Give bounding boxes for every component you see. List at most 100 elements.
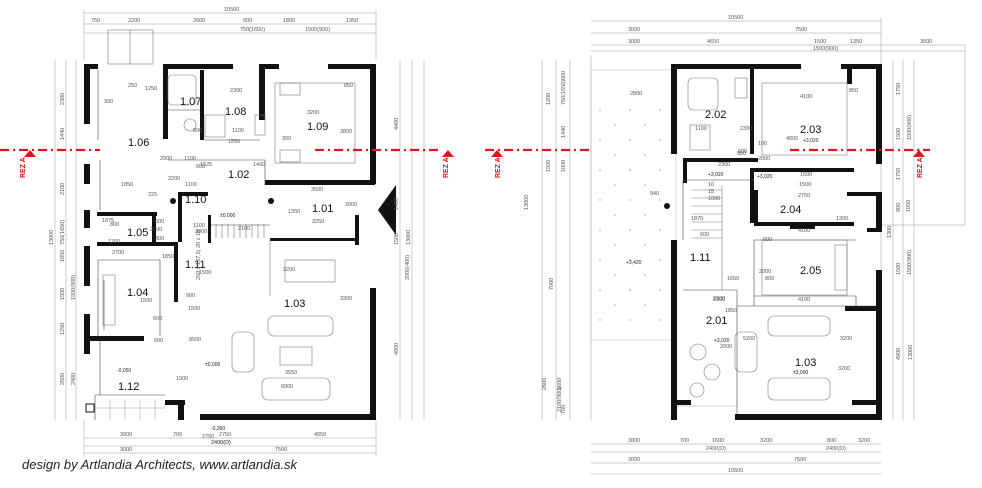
ground-floor-walls: [84, 64, 396, 420]
dimension-label: 3500: [920, 39, 932, 45]
dimension-label: 13000: [524, 195, 530, 210]
dimension-label: 13000: [908, 345, 914, 360]
dimension-label: 600: [154, 338, 163, 344]
level-mark: -0,050: [117, 368, 131, 374]
dimension-label: 1350: [288, 209, 300, 215]
room-label: 1.09: [307, 121, 328, 133]
dimension-label: 940: [650, 191, 659, 197]
dimension-label: 1600: [712, 438, 724, 444]
dimension-label: 300: [282, 136, 291, 142]
dimension-label: 250: [128, 83, 137, 89]
dimension-label: 1350: [850, 39, 862, 45]
dimension-label: 2400(D): [706, 446, 726, 452]
dimension-label: 1100: [184, 156, 196, 162]
dimension-label: 5200: [743, 336, 755, 342]
dimension-label: 1300: [836, 216, 848, 222]
dimension-label: 1750: [896, 168, 902, 180]
dimension-label: 10500: [728, 468, 743, 474]
dimension-label: 2300: [713, 297, 725, 303]
dimension-label: 4900: [394, 343, 400, 355]
dimension-label: 8500: [189, 337, 201, 343]
dimension-label: 2100: [238, 226, 250, 232]
room-label: 2.01: [706, 315, 727, 327]
level-mark: -0,360: [211, 426, 225, 432]
dimension-label: 3000: [628, 438, 640, 444]
room-label: 2.02: [705, 109, 726, 121]
dimension-label: 3200: [283, 267, 295, 273]
dimension-label: 2000(400): [405, 255, 411, 280]
dimension-label: 2600: [60, 373, 66, 385]
dimension-label: 2300: [230, 88, 242, 94]
dimension-label: 1600: [557, 378, 563, 390]
dimension-label: 300: [155, 236, 164, 242]
room-label: 1.05: [127, 227, 148, 239]
dimension-label: 1500(900): [813, 46, 838, 52]
ground-floor-dimension-lines: [54, 10, 425, 456]
dimension-label: 2600: [193, 18, 205, 24]
room-label: 2.05: [800, 265, 821, 277]
dimension-label: 4900: [896, 348, 902, 360]
dimension-label: 7060: [549, 278, 555, 290]
room-label: 1.11: [690, 252, 711, 264]
dimension-label: 2400: [71, 373, 77, 385]
dimension-label: 850: [737, 151, 746, 157]
ground-floor-plan: [0, 10, 454, 456]
dimension-label: 1550: [228, 139, 240, 145]
dimension-label: 1850: [162, 254, 174, 260]
dimension-label: 100: [758, 141, 767, 147]
dimension-label: 1875: [691, 216, 703, 222]
dimension-label: 3900: [195, 229, 207, 235]
level-mark: ±0,000: [205, 362, 220, 368]
dimension-label: 1100: [232, 128, 244, 134]
dimension-label: 15: [708, 189, 714, 195]
upper-floor-plan: [485, 18, 966, 475]
dimension-label: 750(1650): [240, 27, 265, 33]
room-label: 1.12: [118, 381, 139, 393]
dimension-label: 1800: [283, 18, 295, 24]
dimension-label: 1500: [814, 39, 826, 45]
dimension-label: 1100: [193, 223, 205, 229]
dimension-label: 1500: [546, 160, 552, 172]
dimension-label: 1250: [60, 323, 66, 335]
dimension-label: 2700: [112, 250, 124, 256]
dimension-label: 900: [243, 18, 252, 24]
annotation-text-layer: 1.011.021.031.041.051.061.071.081.091.10…: [20, 7, 932, 474]
dimension-label: 3800: [340, 129, 352, 135]
dimension-label: 1500: [896, 128, 902, 140]
level-mark: ±3,000: [793, 370, 808, 376]
dimension-label: 2000: [345, 202, 357, 208]
dimension-label: 600: [196, 164, 205, 170]
dimension-label: 4100: [798, 297, 810, 303]
dimension-label: 3500: [311, 187, 323, 193]
dimension-label: 2000: [758, 156, 770, 162]
room-label: 1.03: [795, 357, 816, 369]
dimension-label: 3200: [858, 438, 870, 444]
dimension-label: 800: [765, 276, 774, 282]
dimension-label: 600: [153, 316, 162, 322]
dimension-label: 6000: [281, 384, 293, 390]
dimension-label: 225: [148, 192, 157, 198]
dimension-label: 7500: [795, 27, 807, 33]
dimension-label: 600: [763, 237, 772, 243]
dimension-label: 1500(900): [907, 250, 913, 275]
dimension-label: 1500: [60, 288, 66, 300]
dimension-label: 2300: [718, 162, 730, 168]
designer-credit: design by Artlandia Architects, www.artl…: [22, 457, 298, 472]
room-label: 1.02: [228, 169, 249, 181]
dimension-label: 2200: [128, 18, 140, 24]
dimension-label: 4100: [800, 94, 812, 100]
dimension-label: 1650: [727, 276, 739, 282]
dimension-label: 1100: [695, 126, 707, 132]
dimension-label: 2400(D): [826, 446, 846, 452]
dimension-label: 600: [738, 149, 747, 155]
dimension-label: 600: [155, 219, 164, 225]
dimension-label: 3000: [628, 457, 640, 463]
dimension-label: 3000: [628, 27, 640, 33]
dimension-label: 4650: [707, 39, 719, 45]
dimension-label: 1100: [185, 182, 197, 188]
dimension-label: 1500(900): [71, 275, 77, 300]
dimension-label: 1850: [121, 182, 133, 188]
ground-floor-section-line: [0, 148, 454, 157]
ground-floor-interior-lines: [94, 29, 356, 420]
